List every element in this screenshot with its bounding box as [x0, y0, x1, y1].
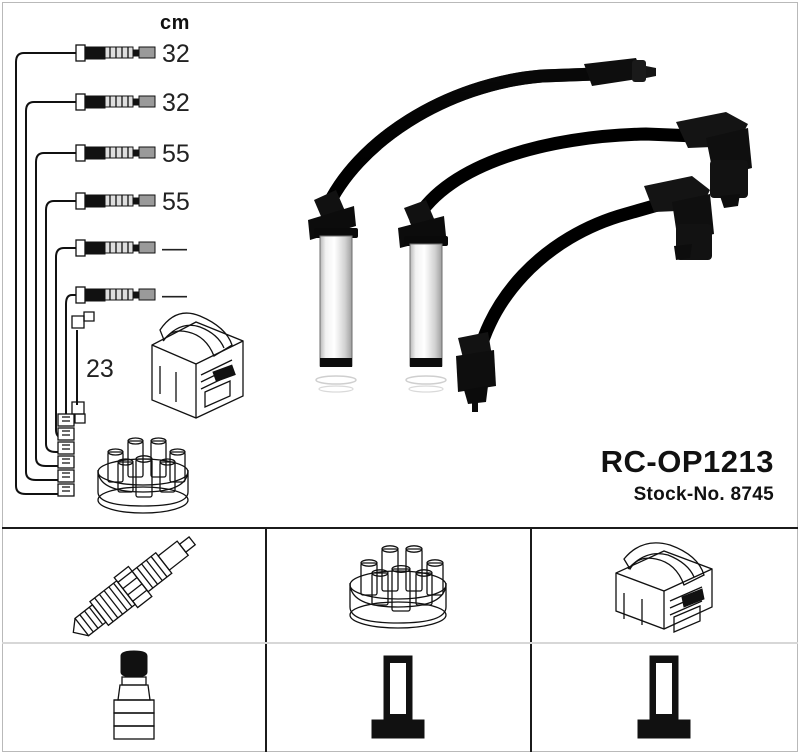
cm-unit-header: cm: [160, 12, 190, 34]
cable-set-illustration: [308, 58, 752, 412]
legend-cell-distributor-cap: [265, 529, 530, 642]
distributor-cap-icon: [348, 545, 447, 629]
straight-terminal-icon: [637, 655, 691, 738]
cable-2: [398, 112, 752, 393]
legend-region: [2, 527, 798, 752]
legend-row-divider: [2, 642, 798, 644]
lead-connector-assembly: [75, 44, 156, 304]
spark-plug-icon: [72, 535, 196, 637]
part-number: RC-OP1213: [600, 444, 774, 479]
coil-lead-23: [71, 311, 95, 424]
spark-plug-boot-icon: [112, 649, 155, 740]
lead-length-6: —: [162, 281, 187, 309]
coil-lead-length-label: 23: [86, 355, 114, 383]
upper-region: cm 32 32 55 55 — — 23: [0, 0, 800, 527]
legend-cell-ignition-coil: [530, 529, 798, 642]
product-identification: RC-OP1213 Stock-No. 8745: [600, 444, 774, 506]
lead-length-2: 32: [162, 89, 190, 117]
schematic-drawing: [15, 44, 244, 514]
straight-terminal-icon: [371, 655, 424, 738]
terminal-stack: [57, 413, 75, 497]
cable-3: [456, 176, 714, 412]
ignition-cable-photo: [296, 50, 800, 430]
lead-length-1: 32: [162, 40, 190, 68]
lead-length-4: 55: [162, 188, 190, 216]
legend-divider-1: [265, 529, 267, 752]
wiring-schematic: cm 32 32 55 55 — — 23: [0, 0, 300, 527]
lead-length-3: 55: [162, 140, 190, 168]
cable-1: [308, 58, 656, 393]
legend-cell-straight-terminal-1: [265, 642, 530, 752]
schematic-ignition-coil: [151, 312, 244, 419]
ignition-coil-icon: [615, 542, 713, 633]
legend-divider-2: [530, 529, 532, 752]
lead-length-5: —: [162, 234, 187, 262]
legend-cell-spark-plug-boot: [2, 642, 265, 752]
legend-cell-spark-plug: [2, 529, 265, 642]
stock-number: Stock-No. 8745: [633, 483, 774, 505]
legend-cell-straight-terminal-2: [530, 642, 798, 752]
schematic-distributor-cap: [97, 437, 189, 514]
